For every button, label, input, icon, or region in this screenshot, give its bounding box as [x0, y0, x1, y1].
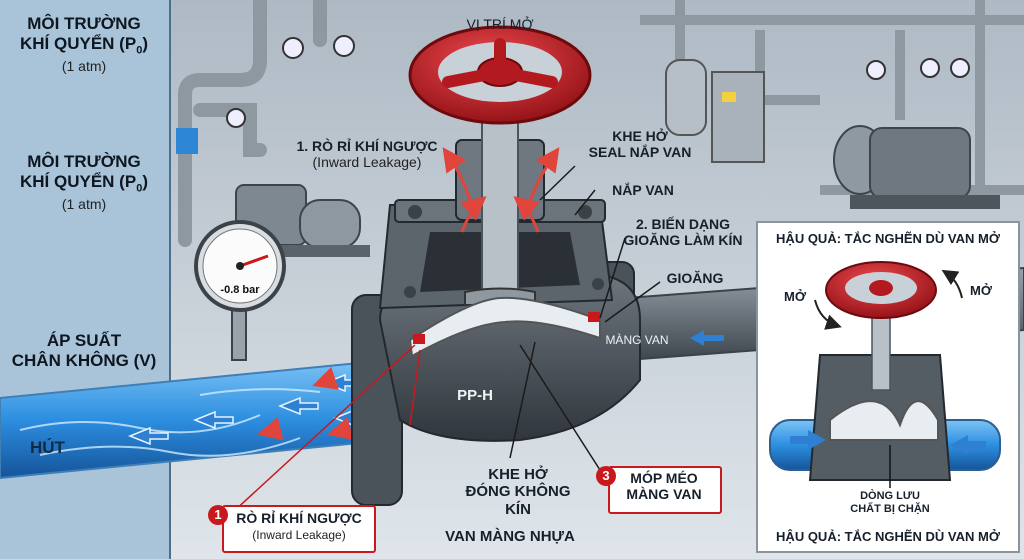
valve-title: VAN MÀNG NHỰA [420, 528, 600, 545]
env-label-1: MÔI TRƯỜNG KHÍ QUYỂN (P0) (1 atm) [0, 14, 168, 75]
suction-label: HÚT [30, 438, 65, 458]
callout3-line2: MÀNG VAN [626, 486, 701, 502]
env2-line1: MÔI TRƯỜNG [27, 152, 141, 171]
gauge-reading: -0.8 bar [220, 284, 260, 296]
close-gap-line2: ĐÓNG KHÔNG KÍN [466, 483, 571, 517]
seal-gap-line1: KHE HỞ [612, 128, 668, 144]
close-gap-line1: KHE HỞ [488, 466, 547, 483]
gasket-deform-annotation: 2. BIẾN DẠNG GIOĂNG LÀM KÍN [608, 216, 758, 248]
env1-line1: MÔI TRƯỜNG [27, 14, 141, 33]
body-material-label: PP-H [440, 387, 510, 404]
callout1-sub: (Inward Leakage) [252, 528, 345, 542]
env1-close: ) [142, 34, 148, 53]
bonnet-label: NẮP VAN [598, 182, 688, 198]
gasket-deform-line2: GIOĂNG LÀM KÍN [624, 232, 743, 248]
gasket-label: GIOĂNG [655, 270, 735, 286]
inset-caption: HẬU QUẢ: TẮC NGHẼN DÙ VAN MỞ [760, 530, 1016, 545]
inset-blocked-line2: CHẤT BỊ CHẶN [850, 503, 929, 515]
seal-gap-annotation: KHE HỞ SEAL NẮP VAN [575, 128, 705, 160]
callout-leak1-number: 1 [208, 505, 228, 525]
callout-membrane-text: MÓP MÉO MÀNG VAN [612, 470, 716, 502]
env-label-2: MÔI TRƯỜNG KHÍ QUYỂN (P0) (1 atm) [0, 152, 168, 213]
callout3-line1: MÓP MÉO [630, 470, 697, 486]
callout1-title: RÒ RỈ KHÍ NGƯỢC [236, 510, 361, 526]
env2-line2: KHÍ QUYỂN (P [20, 172, 136, 191]
inset-blocked-line1: DÒNG LƯU [860, 490, 920, 502]
membrane-label: MÀNG VAN [604, 334, 670, 348]
vacuum-line1: ÁP SUẤT [47, 331, 121, 350]
seal-gap-line2: SEAL NẮP VAN [589, 144, 692, 160]
env2-unit: (1 atm) [0, 196, 168, 213]
inset-open-right: MỞ [966, 284, 996, 299]
inset-heading: HẬU QUẢ: TẮC NGHẼN DÙ VAN MỞ [760, 232, 1016, 247]
inset-blocked-flow: DÒNG LƯU CHẤT BỊ CHẶN [835, 490, 945, 515]
leak1-annotation: 1. RÒ RỈ KHÍ NGƯỢC (Inward Leakage) [282, 138, 452, 170]
callout-leak1-text: RÒ RỈ KHÍ NGƯỢC (Inward Leakage) [226, 510, 372, 543]
handwheel [410, 27, 590, 123]
leak1-sub: (Inward Leakage) [313, 154, 422, 170]
close-gap-annotation: KHE HỞ ĐÓNG KHÔNG KÍN [453, 466, 583, 518]
blue-pipe-band [176, 128, 198, 154]
gasket-deform-line1: 2. BIẾN DẠNG [636, 216, 730, 232]
callout-leak1-badge: 1 [208, 505, 228, 525]
vacuum-label: ÁP SUẤT CHÂN KHÔNG (V) [0, 331, 168, 372]
open-position-label: VỊ TRÍ MỞ [440, 16, 560, 32]
env1-unit: (1 atm) [0, 58, 168, 75]
inset-open-left: MỞ [780, 290, 810, 305]
leak1-title: 1. RÒ RỈ KHÍ NGƯỢC [296, 138, 437, 154]
env1-line2: KHÍ QUYỂN (P [20, 34, 136, 53]
env2-close: ) [142, 172, 148, 191]
vacuum-line2: CHÂN KHÔNG (V) [12, 351, 157, 370]
